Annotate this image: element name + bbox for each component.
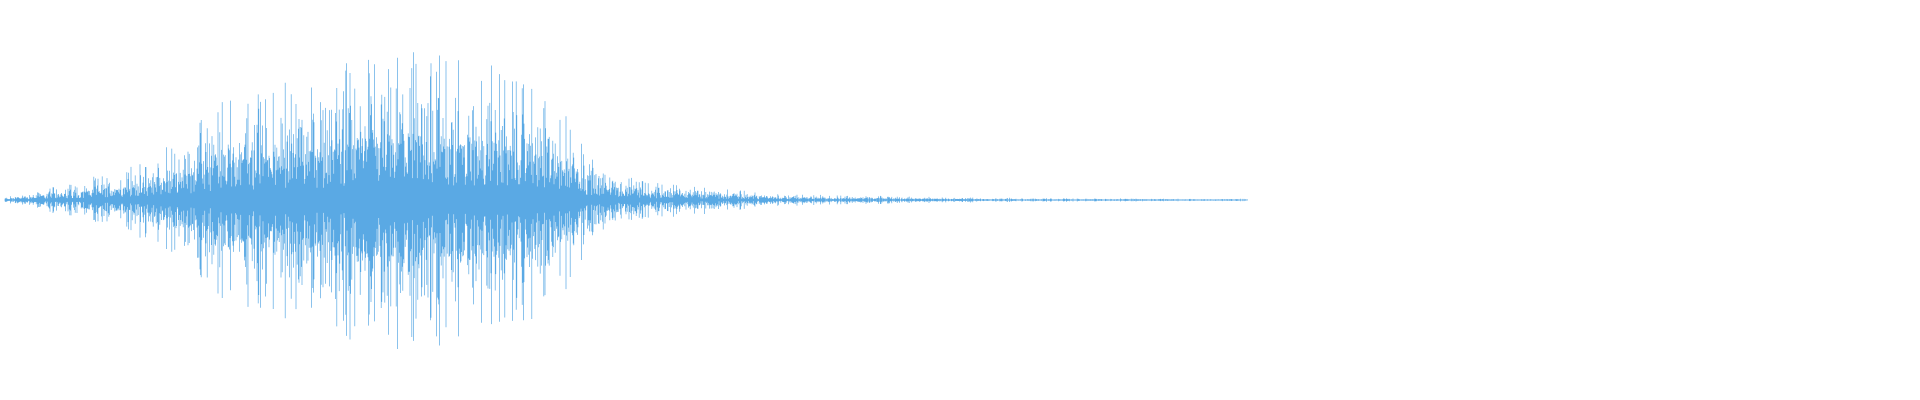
waveform-path xyxy=(4,52,1248,349)
waveform-samples xyxy=(4,52,1248,349)
